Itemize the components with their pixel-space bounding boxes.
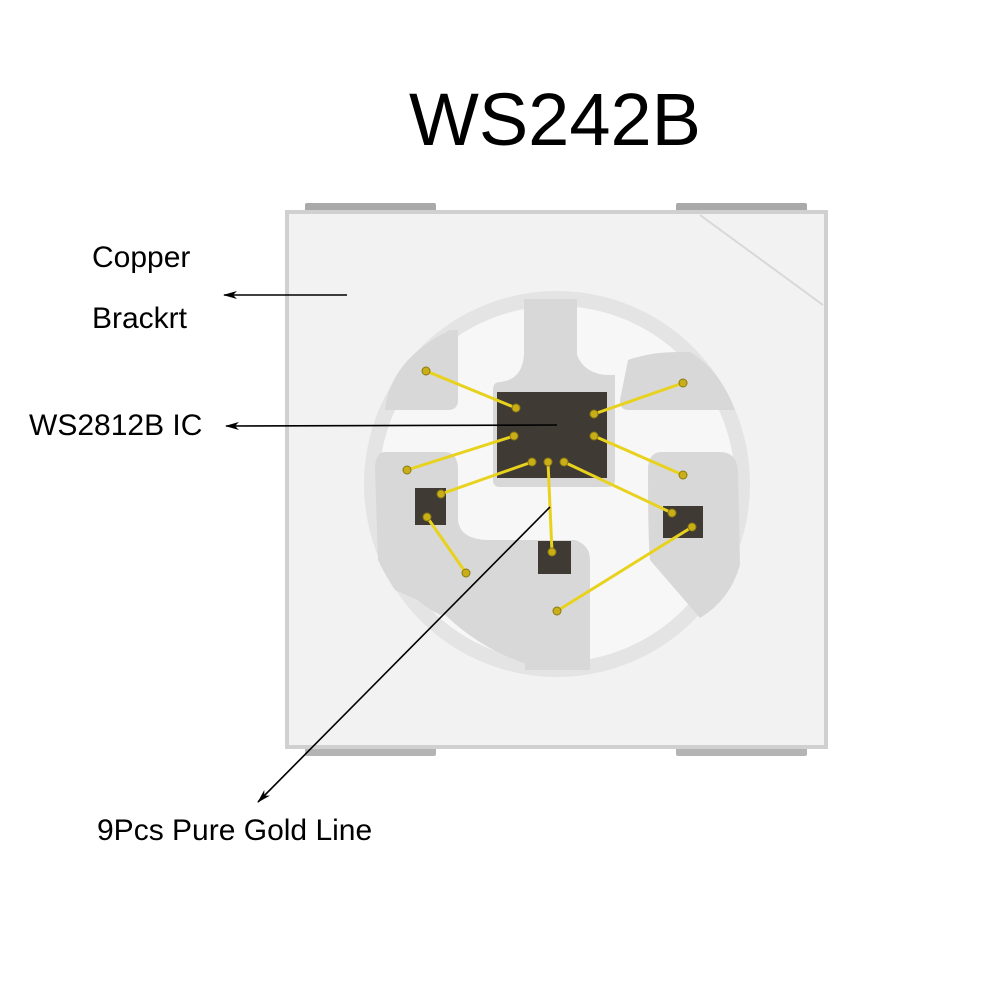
leader-lines [223, 291, 558, 803]
label-copper-bracket-line1: Copper [92, 241, 191, 274]
ic-arrow [225, 421, 558, 430]
led-chip-bottom [538, 541, 571, 574]
corner-bevel-line [699, 214, 824, 306]
gold-line-arrow [257, 506, 551, 803]
page-title: WS242B [408, 78, 702, 161]
label-gold-line: 9Pcs Pure Gold Line [97, 814, 373, 847]
label-ic: WS2812B IC [29, 409, 203, 442]
label-copper-bracket-line2: Brackrt [92, 302, 188, 335]
bond-points [402, 366, 697, 616]
bond-wires [405, 369, 694, 613]
